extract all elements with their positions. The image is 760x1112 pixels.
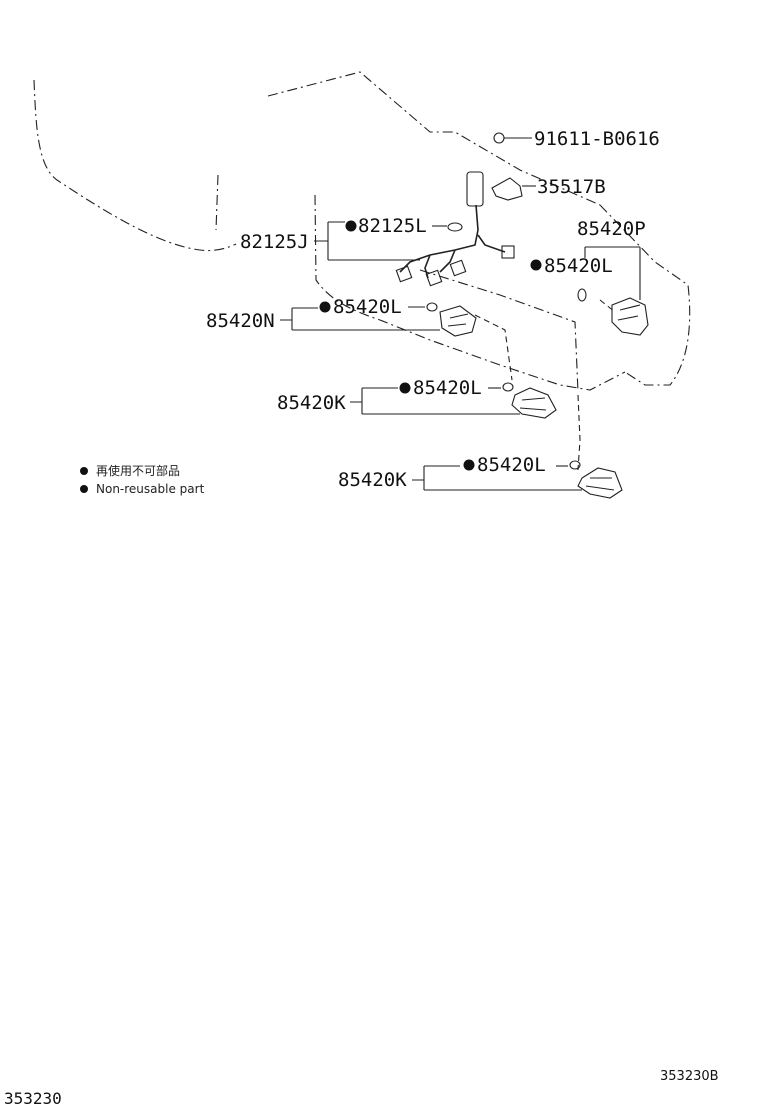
harness-branch-right [477, 234, 506, 253]
label-harness-assembly: 82125J [240, 231, 309, 253]
non-reusable-dot-seal-n [319, 301, 331, 313]
sensor-k2-shape [577, 467, 623, 499]
harness-connector-1 [395, 265, 413, 283]
label-sensor-p: 85420P [577, 218, 646, 240]
leader-85420N [280, 307, 440, 331]
non-reusable-dot-harness-seal [345, 220, 357, 232]
label-seal-k1: 85420L [413, 377, 482, 399]
leader-82125J [314, 221, 420, 261]
legend-row-japanese: 再使用不可部品 [80, 462, 204, 480]
figure-code: 353230B [660, 1069, 719, 1084]
page-code: 353230 [4, 1089, 62, 1108]
legend-dot-icon [80, 467, 88, 475]
label-seal-k2: 85420L [477, 454, 546, 476]
legend-text-english: Non-reusable part [96, 482, 205, 496]
legend-text-japanese: 再使用不可部品 [96, 464, 181, 478]
harness-connector-top [466, 171, 484, 207]
label-bolt: 91611-B0616 [534, 128, 660, 150]
leader-85420K-2 [412, 465, 582, 491]
sensor-p-shape [611, 297, 649, 336]
harness-connector-4 [501, 245, 515, 259]
seal-ring-n [426, 302, 438, 312]
bumper-top-line [267, 71, 601, 206]
seal-ring-k2 [569, 460, 581, 470]
legend-dot-icon [80, 485, 88, 493]
harness-connector-2 [425, 269, 443, 287]
clamp-shape [491, 177, 523, 201]
legend: 再使用不可部品 Non-reusable part [80, 462, 204, 498]
leader-85420P [584, 246, 641, 300]
bumper-lower-line [419, 269, 579, 393]
label-sensor-k1: 85420K [277, 392, 346, 414]
bumper-right-edge [599, 204, 691, 386]
label-sensor-n: 85420N [206, 310, 275, 332]
harness-connector-3 [449, 259, 467, 277]
sensor-guide-3 [599, 299, 616, 313]
bolt-icon [493, 132, 505, 144]
sensor-k1-shape [511, 387, 557, 419]
legend-row-english: Non-reusable part [80, 480, 204, 498]
label-seal-p: 85420L [544, 255, 613, 277]
label-sensor-k2: 85420K [338, 469, 407, 491]
label-harness-seal: 82125L [358, 215, 427, 237]
non-reusable-dot-seal-p [530, 259, 542, 271]
non-reusable-dot-seal-k1 [399, 382, 411, 394]
seal-ring-k1 [502, 382, 514, 392]
non-reusable-dot-seal-k2 [463, 459, 475, 471]
leader-85420K-1 [350, 387, 520, 415]
bumper-inner-line [215, 174, 219, 231]
seal-ring-harness [447, 222, 463, 232]
label-clamp: 35517B [537, 176, 606, 198]
bumper-outline [33, 79, 237, 252]
label-seal-n: 85420L [333, 296, 402, 318]
sensor-guide-1 [474, 314, 513, 381]
seal-ring-p [577, 288, 587, 302]
sensor-n-shape [439, 305, 477, 337]
sensor-guide-2 [577, 394, 581, 471]
